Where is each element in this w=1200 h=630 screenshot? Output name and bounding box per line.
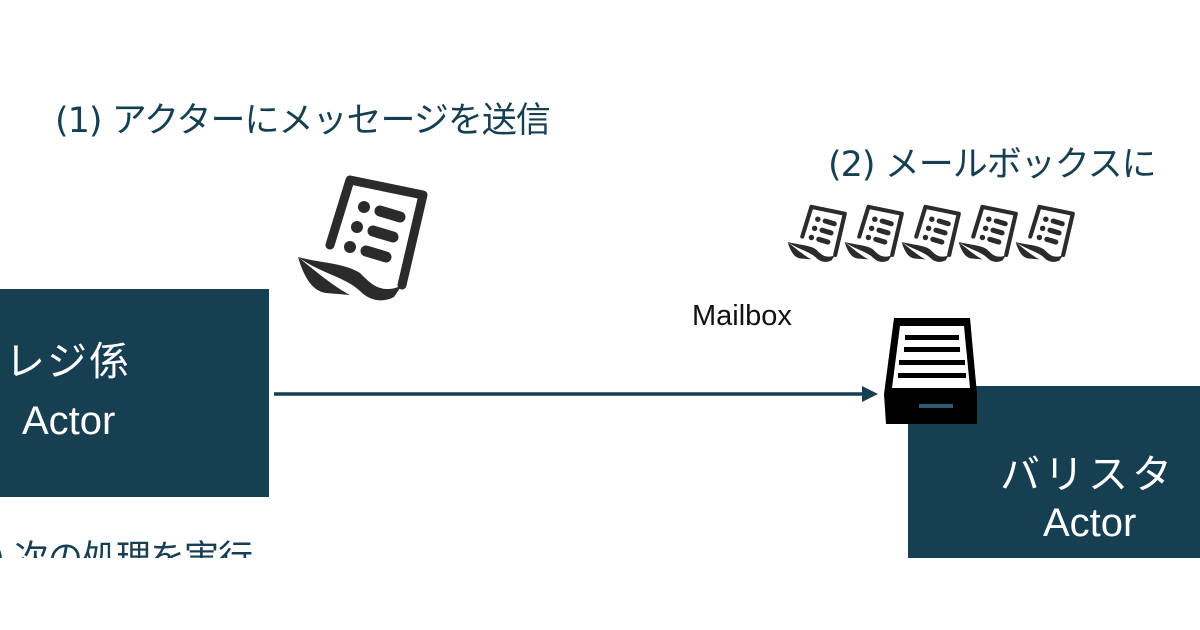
queued-message-icon — [958, 204, 1018, 262]
diagram-canvas: (1) アクターにメッセージを送信 (2) メールボックスに 3) 次の処理を実… — [0, 101, 1200, 558]
step-3-label: 3) 次の処理を実行 — [0, 530, 253, 558]
mailbox-label: Mailbox — [692, 300, 792, 332]
step-2-label: (2) メールボックスに — [828, 145, 1157, 185]
actor-cashier-name: レジ係 — [5, 339, 131, 385]
queued-message-icon — [844, 204, 904, 262]
message-arrow — [274, 386, 878, 402]
message-icon — [298, 175, 428, 301]
step-1-label: (1) アクターにメッセージを送信 — [55, 101, 551, 141]
queued-message-icon — [787, 204, 847, 262]
mailbox-icon — [884, 318, 977, 424]
actor-cashier: レジ係 Actor — [0, 289, 269, 497]
queued-message-icon — [901, 204, 961, 262]
actor-cashier-type: Actor — [22, 399, 116, 443]
actor-barista-type: Actor — [1043, 501, 1137, 545]
actor-barista-name: バリスタ — [1000, 452, 1176, 498]
queued-message-icon — [1015, 204, 1075, 262]
